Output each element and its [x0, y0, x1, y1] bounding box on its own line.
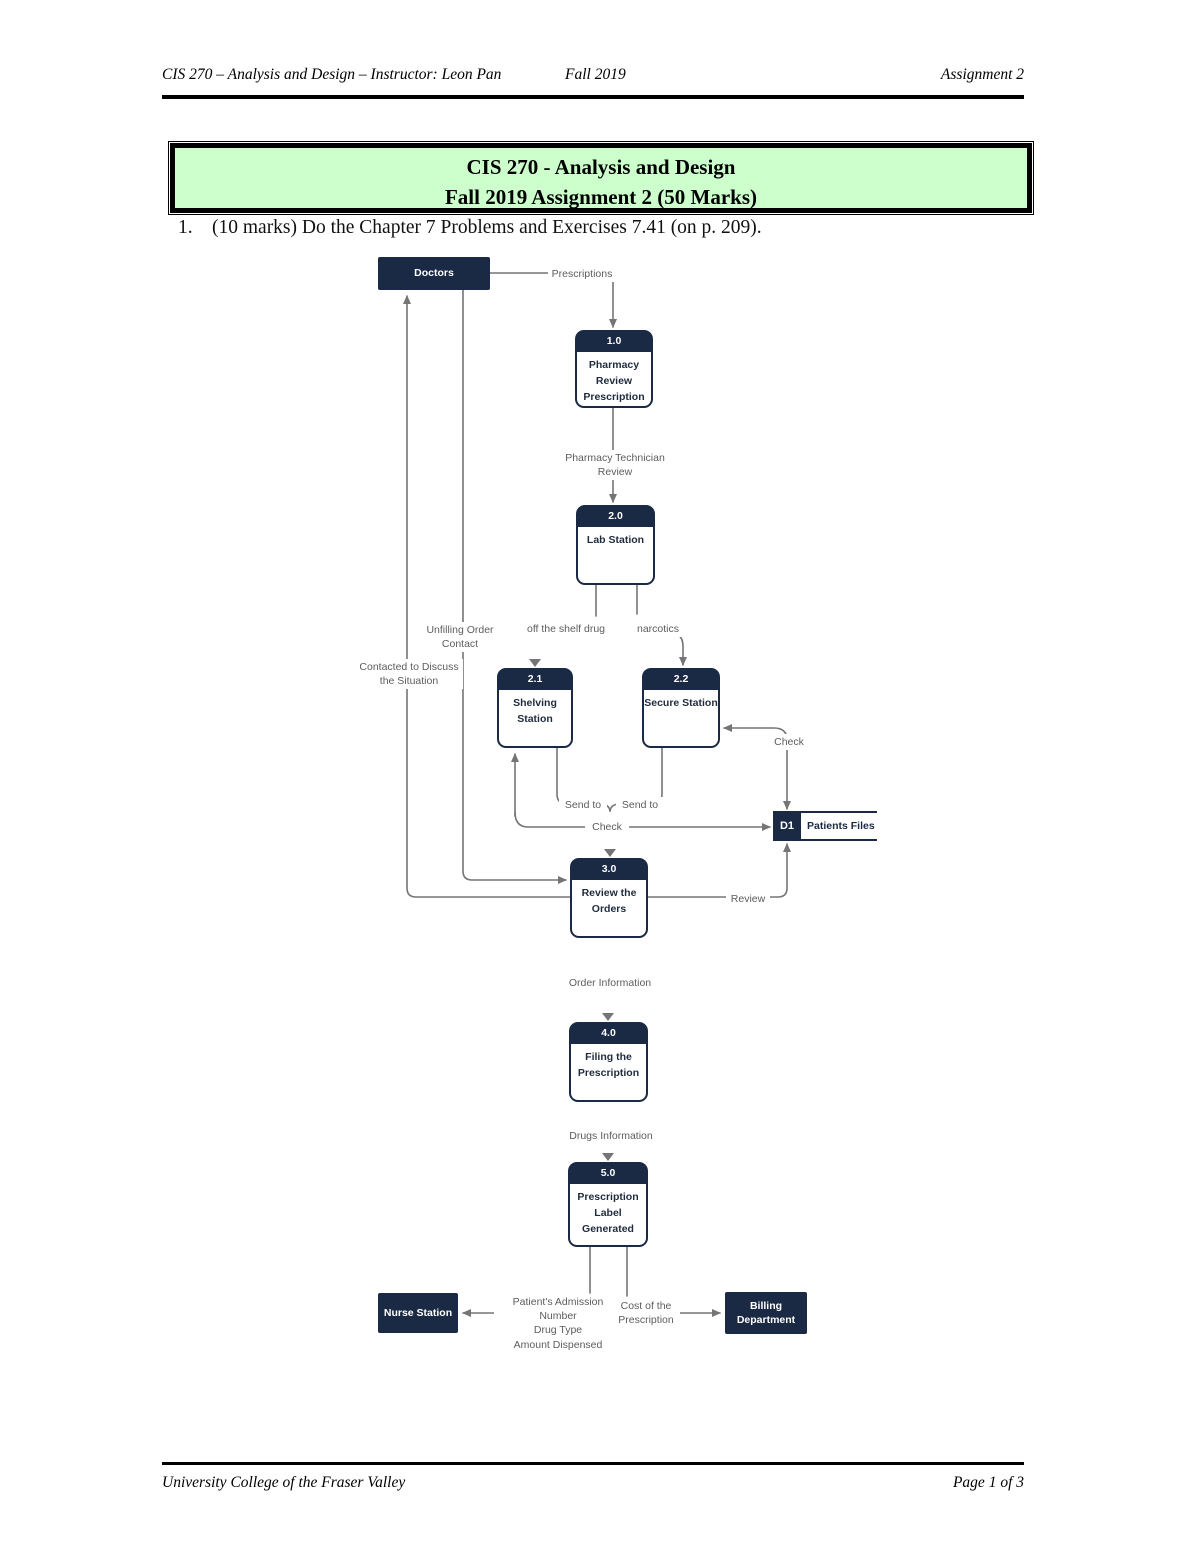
label-drugs-information: Drugs Information: [559, 1128, 663, 1145]
page-header: CIS 270 – Analysis and Design – Instruct…: [162, 66, 1024, 99]
doctors-label: Doctors: [414, 267, 454, 280]
label-narcotics: narcotics: [630, 621, 686, 638]
process-1-0-id: 1.0: [576, 331, 652, 352]
external-entity-doctors: Doctors: [378, 257, 490, 290]
header-course-title: CIS 270 – Analysis and Design – Instruct…: [162, 66, 502, 83]
header-assignment-label: Assignment 2: [940, 66, 1024, 83]
process-2-2: 2.2 Secure Station: [642, 668, 720, 748]
label-pharmacy-technician-review: Pharmacy Technician Review: [551, 450, 679, 481]
question-text: (10 marks) Do the Chapter 7 Problems and…: [212, 217, 762, 238]
label-unfilling-order-contact: Unfilling Order Contact: [416, 622, 504, 653]
process-4-0-id: 4.0: [570, 1023, 647, 1044]
process-2-1: 2.1 Shelving Station: [497, 668, 573, 748]
flow-check-into-d1-left: [514, 811, 771, 831]
process-3-0-name: Review the Orders: [581, 887, 637, 915]
arrowhead-into-2-1: [529, 659, 541, 667]
footer-page-number: Page 1 of 3: [952, 1474, 1024, 1491]
process-2-0-name: Lab Station: [586, 534, 645, 546]
process-4-0: 4.0 Filing the Prescription: [569, 1022, 648, 1102]
process-5-0-id: 5.0: [569, 1163, 647, 1184]
label-off-the-shelf-drug: off the shelf drug: [521, 621, 611, 638]
flow-contacted-to-discuss: [403, 295, 571, 898]
label-prescriptions: Prescriptions: [548, 266, 616, 283]
process-2-2-id: 2.2: [643, 669, 719, 690]
data-store-d1-name: Patients Files: [801, 811, 877, 841]
title-line-1: CIS 270 - Analysis and Design: [466, 155, 736, 179]
page-footer: University College of the Fraser Valley …: [162, 1462, 1024, 1496]
label-patient-admission: Patient's Admission Number Drug Type Amo…: [494, 1294, 622, 1353]
external-entity-billing-department: Billing Department: [725, 1292, 807, 1334]
flow-review: [647, 843, 791, 898]
arrowhead-into-3-0: [604, 849, 616, 857]
question-number: 1.: [178, 217, 193, 238]
label-check-secure: Check: [767, 734, 811, 751]
process-4-0-name: Filing the Prescription: [577, 1051, 640, 1079]
footer-institution: University College of the Fraser Valley: [162, 1474, 406, 1491]
process-2-2-name: Secure Station: [644, 697, 718, 709]
process-2-1-id: 2.1: [498, 669, 572, 690]
arrowhead-into-5-0: [602, 1153, 614, 1161]
arrowhead-into-4-0: [602, 1013, 614, 1021]
process-5-0-name: Prescription Label Generated: [577, 1191, 639, 1235]
label-cost-of-prescription: Cost of the Prescription: [612, 1298, 680, 1329]
nurse-station-label: Nurse Station: [383, 1306, 453, 1319]
data-store-d1: D1 Patients Files: [773, 811, 877, 841]
question-1: 1. (10 marks) Do the Chapter 7 Problems a…: [178, 217, 762, 239]
title-line-2: Fall 2019 Assignment 2 (50 Marks): [444, 185, 758, 209]
label-contacted-to-discuss: Contacted to Discuss the Situation: [355, 659, 463, 690]
process-2-1-name: Shelving Station: [513, 697, 557, 725]
process-5-0: 5.0 Prescription Label Generated: [568, 1162, 648, 1247]
billing-department-label: Billing Department: [736, 1299, 796, 1326]
process-3-0: 3.0 Review the Orders: [570, 858, 648, 938]
label-review: Review: [726, 891, 770, 908]
label-send-to-right: Send to: [616, 797, 664, 814]
process-2-0-id: 2.0: [577, 506, 654, 527]
process-2-0: 2.0 Lab Station: [576, 505, 655, 585]
label-order-information: Order Information: [558, 975, 662, 992]
external-entity-nurse-station: Nurse Station: [378, 1293, 458, 1333]
flow-unfilling-order-contact: [462, 289, 567, 884]
header-term: Fall 2019: [565, 66, 626, 83]
process-3-0-id: 3.0: [571, 859, 647, 880]
assignment-title-box: CIS 270 - Analysis and Design Fall 2019 …: [168, 141, 1034, 215]
process-1-0: 1.0 Pharmacy Review Prescription: [575, 330, 653, 408]
data-store-d1-id: D1: [773, 811, 801, 841]
label-check-shelving: Check: [585, 819, 629, 836]
process-1-0-name: Pharmacy Review Prescription: [583, 359, 645, 403]
label-send-to-left: Send to: [559, 797, 607, 814]
